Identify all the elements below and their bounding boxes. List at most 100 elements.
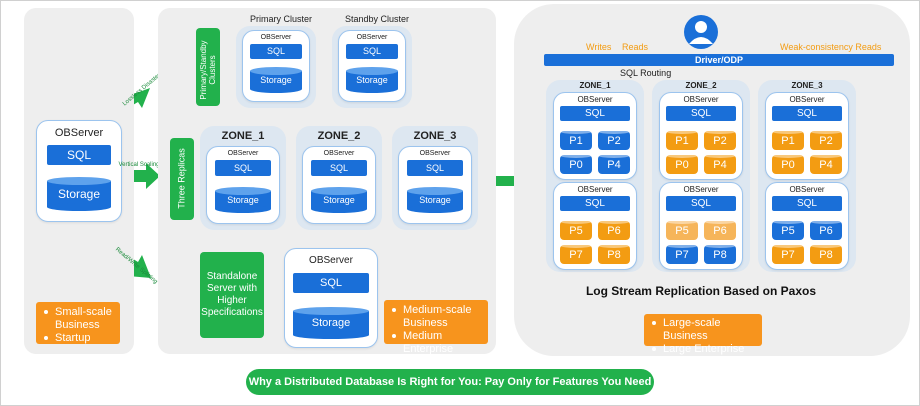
primary-cluster-zone: OBServer SQL Storage — [236, 26, 316, 108]
observer-label: OBServer — [789, 95, 825, 104]
primary-cluster-title: Primary Cluster — [249, 14, 312, 24]
sql-block: SQL — [407, 160, 463, 176]
standalone-tag: Standalone Server with Higher Specificat… — [200, 252, 264, 338]
zone-3: ZONE_3 OBServer SQL Storage — [392, 126, 478, 230]
zone-title: ZONE_1 — [221, 130, 265, 142]
storage-block: Storage — [346, 67, 398, 93]
left-bullet-1: Small-scale Business — [55, 306, 112, 331]
standalone-observer-card: OBServer SQL Storage — [284, 248, 378, 348]
observer-label: OBServer — [260, 34, 292, 41]
partition: P4 — [704, 153, 736, 174]
storage-block: Storage — [215, 187, 271, 213]
sql-block: SQL — [560, 196, 630, 211]
partition: P0 — [560, 153, 592, 174]
right-scale-note: Large-scale Business Large Enterprise — [644, 314, 762, 355]
z3-bottom-observer: OBServer SQL P5 P6 P7 P8 — [765, 182, 849, 270]
sql-block: SQL — [560, 106, 630, 121]
storage-block: Storage — [293, 307, 369, 339]
partition: P6 — [810, 219, 842, 240]
sql-block: SQL — [293, 273, 369, 293]
partition: P7 — [772, 243, 804, 264]
vertical-scaling-label: Vertical Scaling — [118, 162, 160, 168]
zone-2: ZONE_2 OBServer SQL Storage — [296, 126, 382, 230]
writes-label: Writes — [586, 42, 612, 52]
left-bullet-2: Startup — [55, 332, 91, 344]
partition: P0 — [772, 153, 804, 174]
observer-label: OBServer — [309, 255, 353, 266]
partition: P7 — [560, 243, 592, 264]
partition: P6 — [704, 219, 736, 240]
user-icon — [684, 15, 718, 49]
zone2-observer-card: OBServer SQL Storage — [302, 146, 376, 224]
partition: P7 — [666, 243, 698, 264]
three-replicas-tag: Three Replicas — [170, 138, 194, 220]
middle-bullet-2: Medium Enterprise — [403, 330, 454, 355]
left-panel: OBServer SQL Storage Small-scale Busines… — [24, 8, 134, 354]
observer-label: OBServer — [683, 95, 719, 104]
partition: P0 — [666, 153, 698, 174]
partition: P1 — [666, 129, 698, 150]
arrow-lossless-dr — [108, 88, 150, 116]
storage-block: Storage — [311, 187, 367, 213]
primary-standby-text: Primary/Standby Clusters — [199, 40, 217, 100]
partition: P2 — [810, 129, 842, 150]
sql-block: SQL — [666, 106, 736, 121]
z1-bottom-observer: OBServer SQL P5 P6 P7 P8 — [553, 182, 637, 270]
middle-scale-note: Medium-scale Business Medium Enterprise — [384, 300, 488, 355]
observer-label: OBServer — [577, 185, 613, 194]
observer-label: OBServer — [356, 34, 388, 41]
zone-title: ZONE_1 — [579, 81, 611, 90]
middle-bullet-1: Medium-scale Business — [403, 304, 472, 329]
observer-label: OBServer — [577, 95, 613, 104]
partition: P4 — [810, 153, 842, 174]
partition: P5 — [772, 219, 804, 240]
sql-block: SQL — [311, 160, 367, 176]
observer-label: OBServer — [789, 185, 825, 194]
sql-routing-label: SQL Routing — [620, 68, 672, 78]
right-bullet-1: Large-scale Business — [663, 317, 721, 342]
z1-top-observer: OBServer SQL P1 P2 P0 P4 — [553, 92, 637, 180]
paxos-title: Log Stream Replication Based on Paxos — [585, 284, 817, 298]
z2-bottom-observer: OBServer SQL P5 P6 P7 P8 — [659, 182, 743, 270]
z3-top-observer: OBServer SQL P1 P2 P0 P4 — [765, 92, 849, 180]
partition: P4 — [598, 153, 630, 174]
standby-observer-card: OBServer SQL Storage — [338, 30, 406, 102]
partition: P5 — [560, 219, 592, 240]
sql-block: SQL — [215, 160, 271, 176]
three-replicas-text: Three Replicas — [176, 148, 187, 209]
storage-block: Storage — [47, 177, 111, 211]
right-bullet-2: Large Enterprise — [663, 343, 745, 355]
left-scale-note: Small-scale Business Startup — [36, 302, 120, 344]
observer-card: OBServer SQL Storage — [36, 120, 122, 222]
standby-cluster-title: Standby Cluster — [344, 14, 410, 24]
zone-title: ZONE_2 — [317, 130, 361, 142]
zone1-observer-card: OBServer SQL Storage — [206, 146, 280, 224]
partition: P1 — [560, 129, 592, 150]
partition: P8 — [810, 243, 842, 264]
primary-observer-card: OBServer SQL Storage — [242, 30, 310, 102]
sql-block: SQL — [772, 196, 842, 211]
observer-label: OBServer — [419, 150, 451, 157]
partition: P2 — [704, 129, 736, 150]
observer-label: OBServer — [683, 185, 719, 194]
zone-title: ZONE_3 — [791, 81, 823, 90]
zone-title: ZONE_3 — [413, 130, 457, 142]
reads-label: Reads — [622, 42, 649, 52]
zone3-observer-card: OBServer SQL Storage — [398, 146, 472, 224]
partition: P8 — [598, 243, 630, 264]
weak-reads-label: Weak-consistency Reads — [780, 42, 882, 52]
sql-block: SQL — [772, 106, 842, 121]
sql-block: SQL — [666, 196, 736, 211]
sql-block: SQL — [346, 44, 398, 59]
sql-block: SQL — [250, 44, 302, 59]
partition: P6 — [598, 219, 630, 240]
partition: P1 — [772, 129, 804, 150]
z2-top-observer: OBServer SQL P1 P2 P0 P4 — [659, 92, 743, 180]
storage-block: Storage — [407, 187, 463, 213]
observer-label: OBServer — [54, 127, 104, 139]
observer-label: OBServer — [227, 150, 259, 157]
zone-1: ZONE_1 OBServer SQL Storage — [200, 126, 286, 230]
driver-odp-bar: Driver/ODP — [544, 54, 894, 66]
partition: P5 — [666, 219, 698, 240]
partition: P8 — [704, 243, 736, 264]
